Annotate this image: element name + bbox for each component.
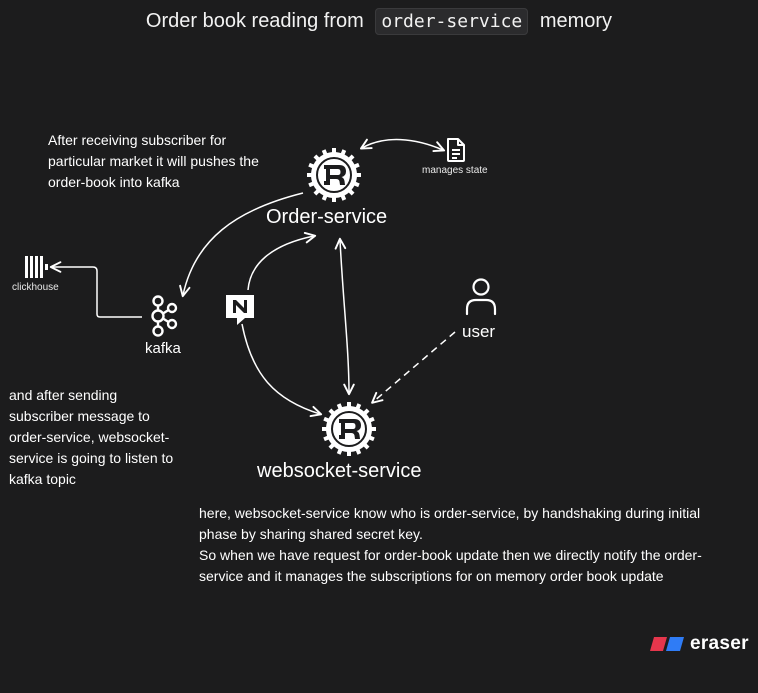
clickhouse-icon: [25, 256, 48, 278]
clickhouse-label: clickhouse: [12, 282, 59, 293]
title-code: order-service: [375, 8, 529, 35]
websocket-service-label: websocket-service: [257, 460, 422, 482]
diagram-title: Order book reading from order-service me…: [0, 8, 758, 35]
edge-nats-ws: [241, 323, 323, 418]
rust-icon: [307, 148, 361, 202]
note-bottom-handshake: here, websocket-service know who is orde…: [199, 505, 701, 542]
note-bottom-subscriptions: So when we have request for order-book u…: [199, 547, 702, 584]
kafka-label: kafka: [145, 340, 181, 357]
edge-order-kafka: [179, 192, 304, 298]
edge-user-ws: [371, 331, 456, 404]
eraser-logo-icon: [650, 637, 684, 651]
user-label: user: [462, 322, 496, 341]
edge-nats-order: [247, 232, 317, 291]
note-top-left: After receiving subscriber for particula…: [48, 132, 259, 190]
manages-state-label: manages state: [422, 165, 488, 176]
document-icon: [447, 138, 465, 162]
edge-kafka-clickhouse: [49, 261, 142, 318]
eraser-brand-text: eraser: [690, 633, 749, 654]
user-icon: [465, 278, 497, 316]
edge-order-state: [359, 138, 446, 153]
note-left: and after sending subscriber message to …: [9, 387, 174, 487]
rust-icon: [322, 402, 376, 456]
order-service-label: Order-service: [266, 206, 388, 228]
nats-icon: [226, 295, 254, 325]
edge-order-ws: [334, 237, 355, 396]
title-prefix: Order book reading from: [145, 10, 364, 32]
eraser-brand: eraser: [650, 633, 749, 655]
title-suffix: memory: [539, 10, 613, 32]
kafka-icon: [151, 295, 178, 337]
